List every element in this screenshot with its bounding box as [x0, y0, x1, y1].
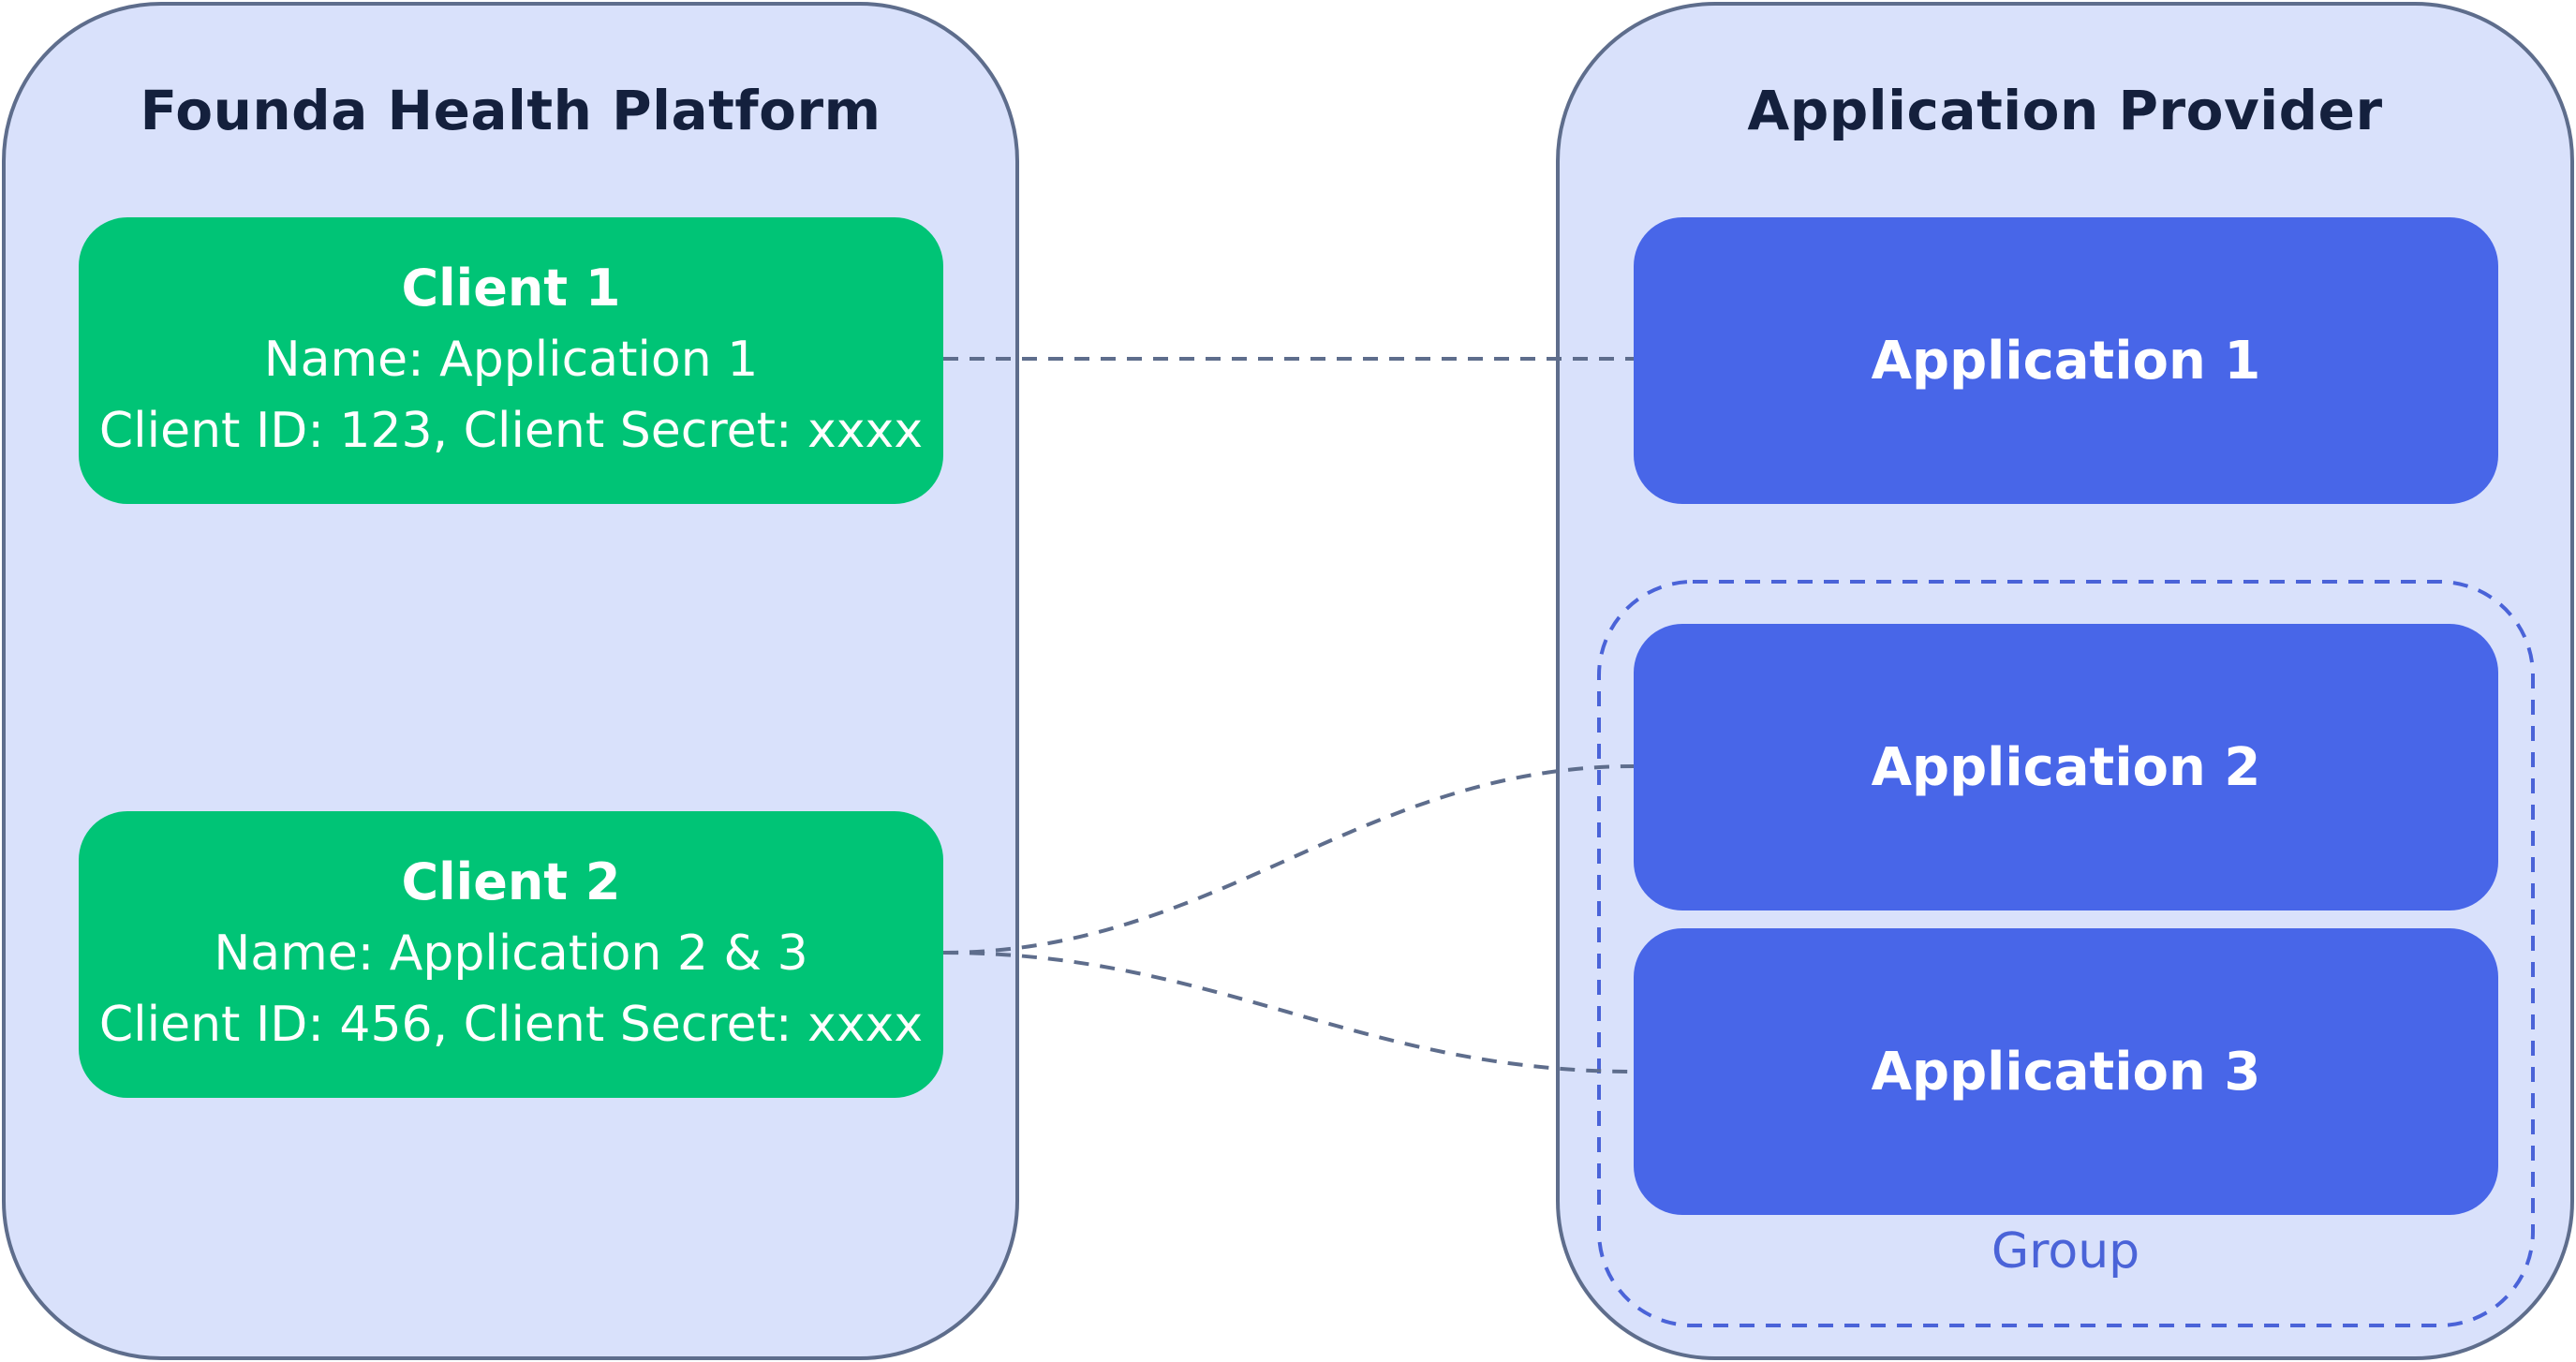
- client-credentials-line: Client ID: 456, Client Secret: xxxx: [98, 997, 924, 1053]
- application-label: Application 2: [1871, 736, 2261, 798]
- application-label: Application 3: [1871, 1041, 2261, 1103]
- application-1-box: Application 1: [1634, 217, 2498, 504]
- group-label: Group: [1991, 1223, 2140, 1280]
- application-2-box: Application 2: [1634, 624, 2498, 910]
- panel-title-left: Founda Health Platform: [140, 79, 881, 142]
- group-outline: [1597, 580, 2535, 1327]
- panel-title-right: Application Provider: [1747, 79, 2383, 142]
- client-name-line: Name: Application 2 & 3: [214, 925, 808, 982]
- client-2-box: Client 2 Name: Application 2 & 3 Client …: [79, 811, 943, 1098]
- connector-client2-app3: [942, 951, 1635, 1073]
- connector-client2-app2: [942, 764, 1635, 955]
- application-3-box: Application 3: [1634, 928, 2498, 1215]
- client-title: Client 1: [401, 259, 621, 318]
- client-name-line: Name: Application 1: [263, 332, 759, 388]
- client-title: Client 2: [401, 852, 621, 911]
- application-label: Application 1: [1871, 330, 2261, 392]
- client-1-box: Client 1 Name: Application 1 Client ID: …: [79, 217, 943, 504]
- client-credentials-line: Client ID: 123, Client Secret: xxxx: [98, 403, 924, 459]
